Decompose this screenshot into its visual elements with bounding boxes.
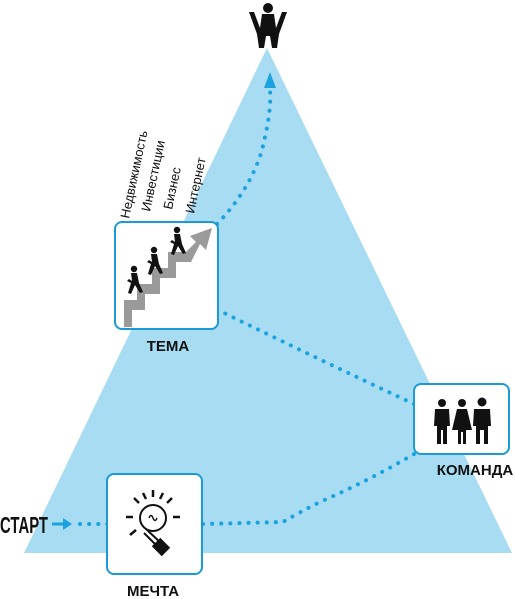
stairs-arrow — [124, 228, 212, 327]
people-icon — [434, 397, 491, 444]
dream-node: МЕЧТА — [106, 473, 203, 599]
climbing-people — [127, 226, 186, 294]
dream-label: МЕЧТА — [127, 583, 179, 599]
theme-label: ТЕМА — [147, 338, 190, 355]
path-arrowhead — [264, 72, 276, 88]
team-label: КОМАНДА — [437, 462, 514, 479]
lightbulb-icon — [126, 490, 180, 557]
start-label: СТАРТ — [0, 512, 48, 538]
dream-card — [106, 473, 203, 575]
progress-path — [78, 88, 416, 526]
topic-label: Бизнес — [160, 165, 184, 210]
team-node: КОМАНДА — [413, 383, 514, 479]
stairs-climbing-icon — [124, 226, 212, 327]
theme-node: ТЕМА — [114, 221, 219, 355]
topics-list: Недвижимость Инвестиции Бизнес Интернет — [117, 129, 208, 220]
pyramid-triangle — [24, 48, 512, 553]
start-arrow — [52, 518, 72, 530]
person-arms-raised-icon — [249, 3, 287, 48]
